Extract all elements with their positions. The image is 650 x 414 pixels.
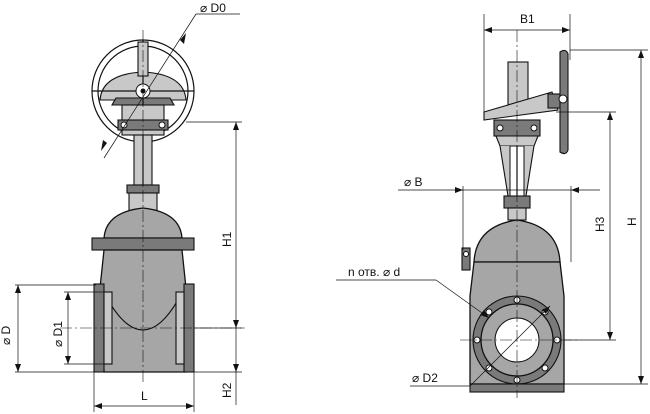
gear-operator bbox=[483, 49, 569, 155]
front-view: ⌀ D0 ⌀ D ⌀ D1 H1 H2 L bbox=[0, 1, 245, 412]
side-view: B1 ⌀ B H3 H n отв. ⌀ d ⌀ D2 bbox=[336, 12, 648, 398]
dim-D1-label: ⌀ D1 bbox=[51, 321, 65, 347]
dim-B1-label: B1 bbox=[520, 12, 535, 26]
dim-D2-label: ⌀ D2 bbox=[412, 371, 438, 385]
dim-H1-label: H1 bbox=[220, 231, 234, 247]
dim-H2-label: H2 bbox=[220, 382, 234, 398]
dim-L-label: L bbox=[141, 389, 148, 403]
dim-H3-label: H3 bbox=[593, 216, 607, 232]
dim-H-label: H bbox=[625, 217, 639, 226]
dim-holes-label: n отв. ⌀ d bbox=[348, 265, 400, 279]
bonnet bbox=[103, 207, 183, 239]
dim-B-label: ⌀ B bbox=[404, 175, 423, 189]
dim-D0-label: ⌀ D0 bbox=[200, 1, 226, 15]
dim-D-label: ⌀ D bbox=[0, 325, 13, 345]
